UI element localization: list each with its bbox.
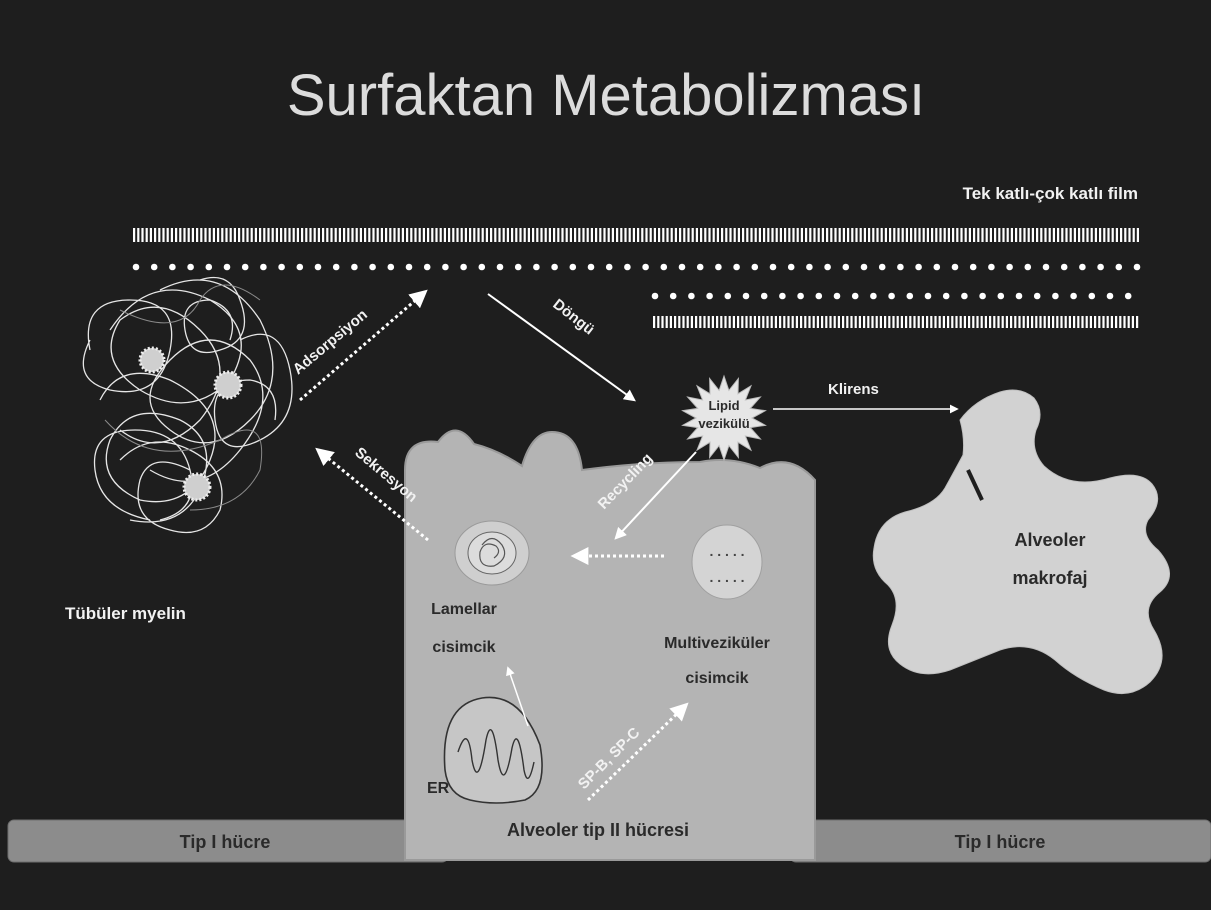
type1-right-label: Tip I hücre xyxy=(955,832,1046,852)
mvb-dots-2: . . . . . xyxy=(709,569,744,585)
mvb-dots-1: . . . . . xyxy=(709,543,744,559)
macrophage-label-2: makrofaj xyxy=(1012,568,1087,588)
type1-left-label: Tip I hücre xyxy=(180,832,271,852)
film-label: Tek katlı-çok katlı film xyxy=(963,184,1138,203)
lamellar-label-1: Lamellar xyxy=(431,601,497,618)
macrophage-label-1: Alveoler xyxy=(1014,530,1085,550)
clearance-label: Klirens xyxy=(828,381,879,398)
multivesicular-label-1: Multiveziküler xyxy=(664,635,770,652)
multivesicular-label-2: cisimcik xyxy=(685,670,748,687)
type2-cell-label: Alveoler tip II hücresi xyxy=(507,820,689,840)
multivesicular-body xyxy=(692,525,762,599)
lipid-vesicle-label-2: vezikülü xyxy=(698,416,749,431)
lipid-vesicle-label-1: Lipid xyxy=(708,398,739,413)
slide-title: Surfaktan Metabolizması xyxy=(287,63,925,128)
tubular-myelin-label: Tübüler myelin xyxy=(65,604,186,623)
lamellar-label-2: cisimcik xyxy=(432,639,495,656)
er-label: ER xyxy=(427,780,450,797)
